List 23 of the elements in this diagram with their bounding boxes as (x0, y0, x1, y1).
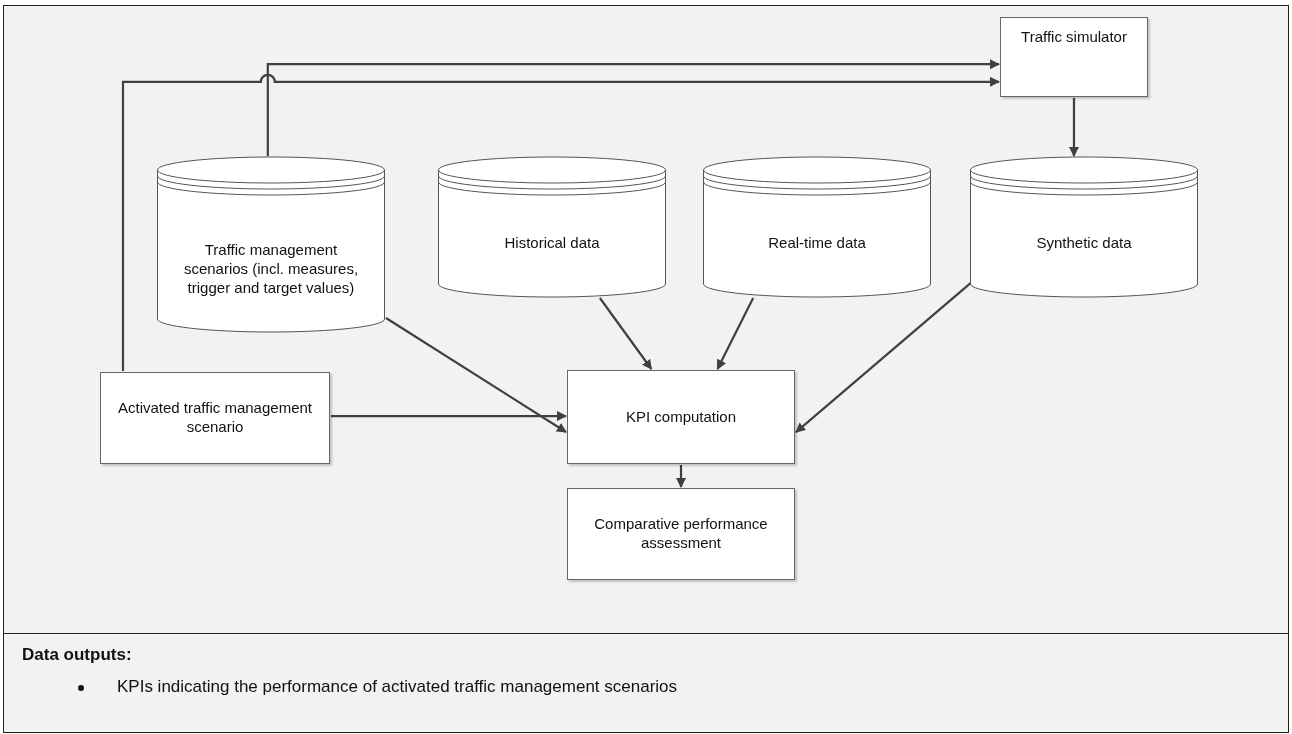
arrow (331, 411, 567, 422)
arrow (599, 297, 653, 370)
node-label: Traffic management scenarios (incl. measures, trigger and target values) (182, 241, 360, 298)
process-box (567, 488, 795, 580)
arrow (121, 75, 1000, 371)
arrow (1068, 98, 1079, 157)
arrow (676, 465, 686, 488)
process-box (1000, 17, 1148, 97)
arrow (385, 317, 567, 433)
arrow (716, 297, 755, 370)
node-label: KPI computation (625, 407, 737, 427)
bullet-text: KPIs indicating the performance of activated traffic management scenarios (117, 677, 678, 697)
node-label: Activated traffic management scenario (117, 399, 313, 437)
section-heading: Data outputs: (22, 645, 132, 665)
node-label: Historical data (504, 233, 600, 253)
node-label: Traffic simulator (1021, 28, 1127, 47)
process-box (567, 370, 795, 464)
process-box (100, 372, 330, 464)
arrow (795, 280, 973, 433)
node-label: Real-time data (768, 233, 866, 253)
node-label: Synthetic data (1036, 233, 1132, 253)
node-label: Comparative performance assessment (593, 515, 769, 553)
arrow (266, 59, 1000, 156)
